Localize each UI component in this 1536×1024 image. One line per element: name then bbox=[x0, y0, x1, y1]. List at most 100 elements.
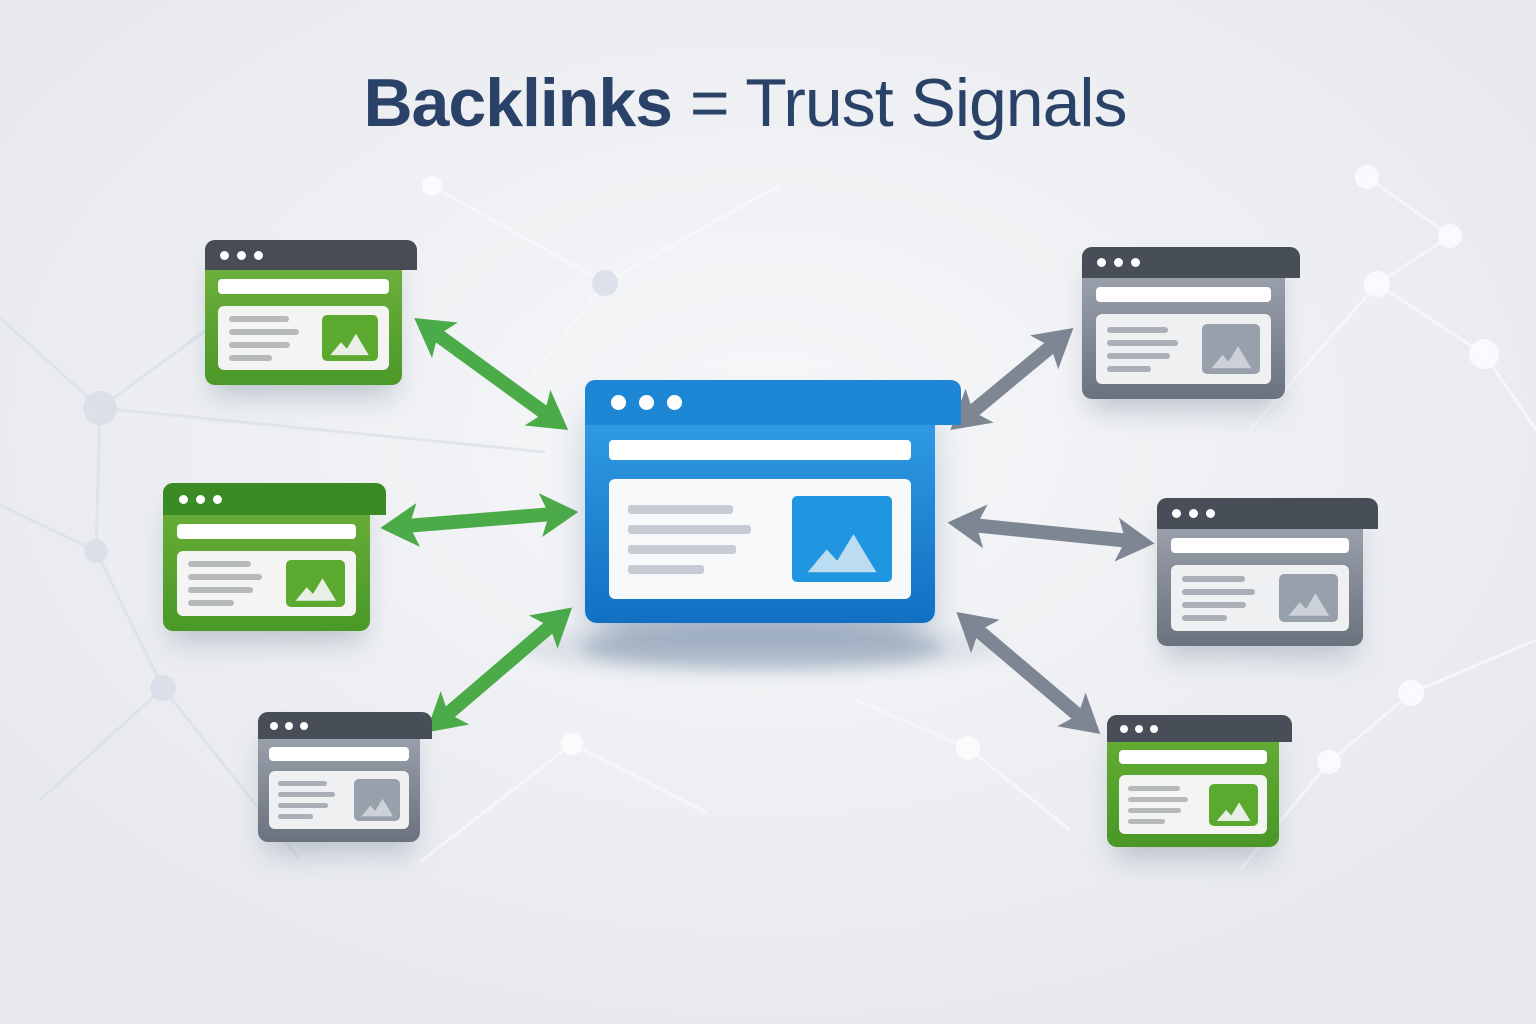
traffic-light-dot bbox=[1206, 509, 1215, 518]
text-placeholder-lines bbox=[229, 315, 312, 361]
network-link bbox=[1328, 691, 1412, 764]
page-title: Backlinks = Trust Signals bbox=[0, 66, 1490, 141]
network-node bbox=[84, 539, 108, 563]
network-node bbox=[561, 733, 583, 755]
content-card bbox=[269, 771, 409, 829]
text-line bbox=[188, 574, 262, 580]
network-node bbox=[592, 270, 618, 296]
text-line bbox=[278, 803, 329, 808]
backlink-arrow-gray-bottom bbox=[955, 612, 1100, 734]
text-line bbox=[278, 792, 336, 797]
network-link bbox=[1238, 761, 1331, 871]
text-placeholder-lines bbox=[278, 781, 346, 819]
text-line bbox=[278, 814, 314, 819]
network-node bbox=[1469, 339, 1499, 369]
image-placeholder-thumb bbox=[354, 779, 400, 821]
mountain-icon bbox=[1216, 801, 1251, 821]
content-card bbox=[1096, 314, 1271, 384]
backlink-arrow-green-top bbox=[413, 318, 568, 430]
network-node bbox=[150, 675, 176, 701]
text-line bbox=[628, 524, 751, 534]
traffic-light-dot bbox=[300, 721, 308, 730]
text-line bbox=[1182, 601, 1247, 608]
content-card bbox=[177, 551, 356, 616]
url-bar bbox=[177, 524, 356, 539]
text-placeholder-lines bbox=[188, 561, 276, 606]
text-placeholder-lines bbox=[1107, 326, 1192, 372]
traffic-light-dot bbox=[1172, 509, 1181, 518]
backlink-arrow-gray-middle bbox=[947, 503, 1155, 562]
network-node bbox=[83, 391, 117, 425]
network-link bbox=[431, 184, 606, 285]
network-link bbox=[38, 686, 165, 802]
title-regular-text: = Trust Signals bbox=[671, 65, 1128, 141]
text-line bbox=[628, 544, 737, 554]
content-card bbox=[1171, 565, 1349, 631]
traffic-light-dot bbox=[254, 250, 263, 260]
image-placeholder-thumb bbox=[1279, 574, 1338, 622]
referring-site-window-gray-middle bbox=[1157, 498, 1378, 646]
network-link bbox=[1482, 353, 1536, 431]
image-placeholder-thumb bbox=[286, 560, 345, 607]
traffic-light-dot bbox=[1114, 258, 1123, 267]
traffic-light-dot bbox=[196, 494, 205, 504]
network-link bbox=[571, 742, 707, 814]
text-line bbox=[188, 587, 254, 593]
network-link bbox=[1248, 283, 1379, 431]
network-link bbox=[967, 746, 1071, 832]
text-line bbox=[628, 564, 704, 574]
network-node bbox=[1364, 271, 1390, 297]
text-placeholder-lines bbox=[628, 504, 774, 574]
network-link bbox=[1376, 282, 1485, 356]
url-bar bbox=[609, 440, 911, 460]
mountain-icon bbox=[1211, 346, 1251, 369]
double-arrow-shape bbox=[379, 493, 578, 547]
mountain-icon bbox=[1288, 593, 1329, 617]
text-line bbox=[188, 600, 234, 606]
traffic-light-dot bbox=[179, 494, 188, 504]
image-placeholder-thumb bbox=[322, 315, 378, 361]
text-line bbox=[278, 781, 327, 786]
network-link bbox=[1366, 175, 1451, 238]
text-line bbox=[229, 328, 299, 335]
text-line bbox=[1182, 614, 1228, 621]
network-link bbox=[94, 407, 102, 552]
traffic-light-dot bbox=[237, 250, 246, 260]
window-titlebar bbox=[1082, 247, 1300, 278]
network-node bbox=[1438, 224, 1462, 248]
traffic-light-dot bbox=[270, 721, 278, 730]
traffic-light-dot bbox=[1150, 724, 1158, 733]
text-line bbox=[1107, 352, 1170, 359]
referring-site-window-gray-bottom bbox=[258, 712, 432, 842]
mountain-icon bbox=[361, 798, 393, 817]
window-titlebar bbox=[585, 380, 961, 425]
network-link bbox=[604, 183, 781, 285]
network-node bbox=[1398, 680, 1424, 706]
backlink-arrow-green-bottom bbox=[425, 607, 572, 732]
network-node bbox=[1317, 750, 1341, 774]
traffic-light-dot bbox=[667, 395, 682, 410]
traffic-light-dot bbox=[639, 395, 654, 410]
double-arrow-shape bbox=[413, 318, 568, 430]
mountain-icon bbox=[807, 534, 877, 573]
url-bar bbox=[1096, 287, 1271, 302]
text-line bbox=[628, 504, 734, 514]
traffic-light-dot bbox=[220, 250, 229, 260]
window-titlebar bbox=[163, 483, 386, 515]
text-line bbox=[1182, 588, 1256, 595]
network-node bbox=[422, 176, 442, 196]
traffic-light-dot bbox=[1097, 258, 1106, 267]
text-line bbox=[1182, 575, 1245, 582]
window-titlebar bbox=[1107, 715, 1292, 742]
text-placeholder-lines bbox=[1182, 575, 1269, 621]
network-link bbox=[0, 503, 97, 553]
double-arrow-shape bbox=[949, 328, 1073, 430]
mountain-icon bbox=[330, 334, 370, 356]
content-card bbox=[1119, 775, 1267, 834]
content-card bbox=[218, 306, 389, 370]
network-link bbox=[0, 316, 102, 410]
network-link bbox=[419, 742, 573, 864]
text-line bbox=[229, 354, 273, 361]
